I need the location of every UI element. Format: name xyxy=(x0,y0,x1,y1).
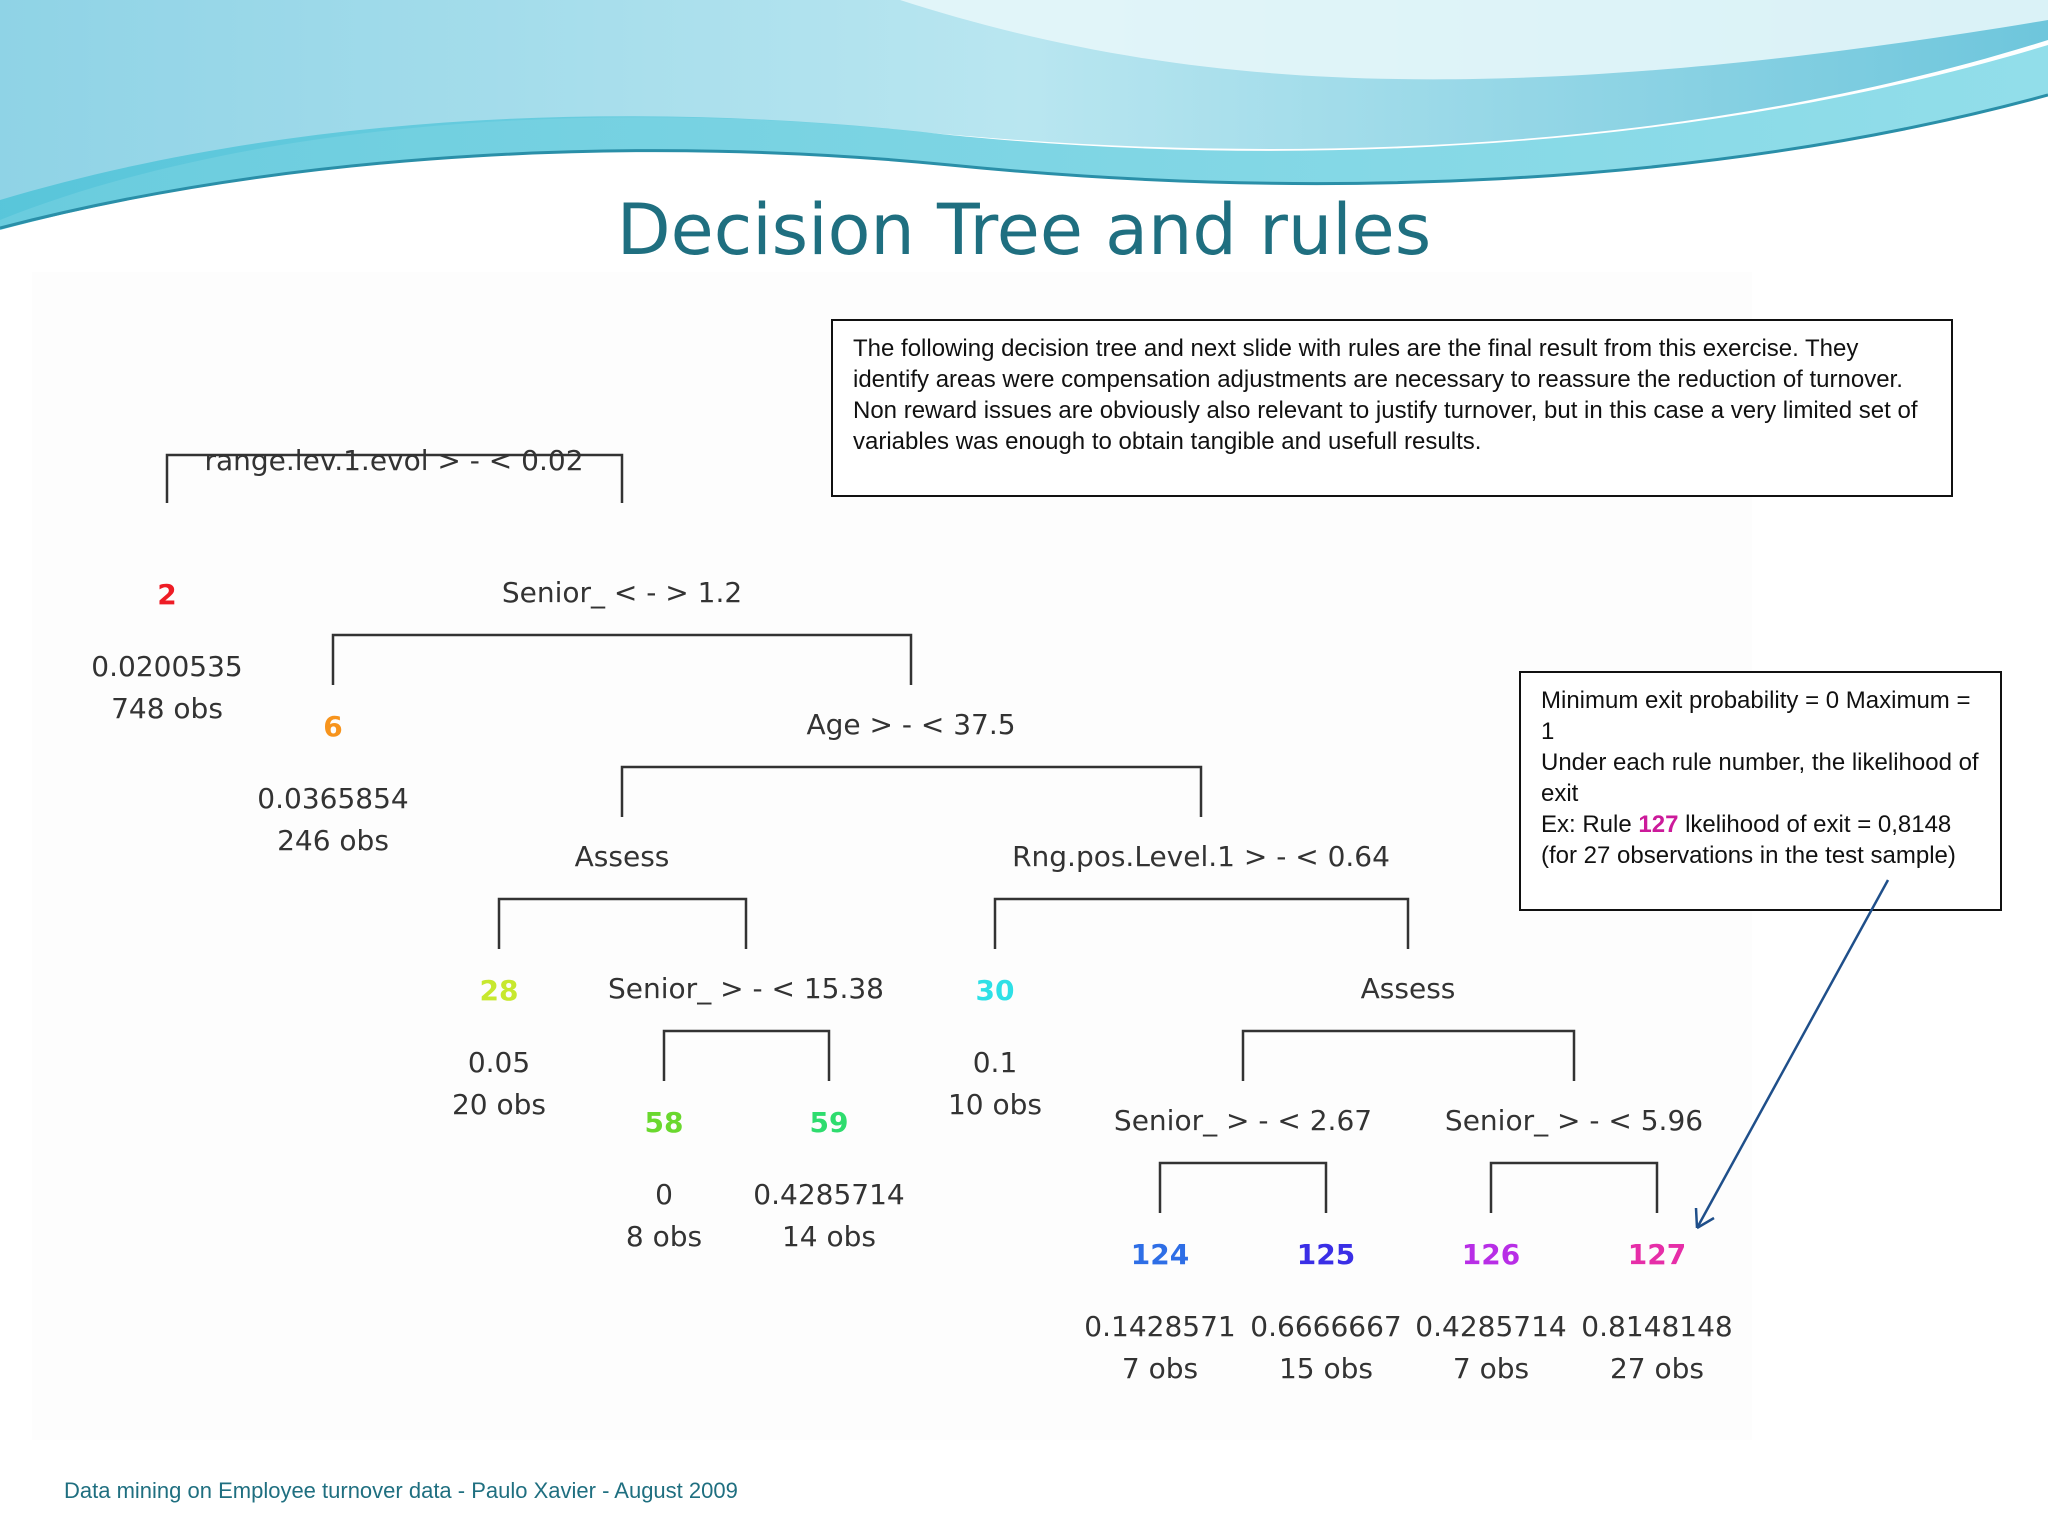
legend-line-2: Under each rule number, the likelihood o… xyxy=(1541,749,1979,807)
leaf-rule-6: 6 xyxy=(323,710,343,743)
leaf-prob-125: 0.6666667 xyxy=(1250,1310,1402,1343)
legend-line-3-suffix: lkelihood of exit = 0,8148 (for 27 obser… xyxy=(1541,811,1956,869)
explanation-note-text: The following decision tree and next sli… xyxy=(853,335,1918,455)
leaf-rule-58: 58 xyxy=(644,1106,684,1139)
legend-line-1: Minimum exit probability = 0 Maximum = 1 xyxy=(1541,687,1971,745)
leaf-prob-124: 0.1428571 xyxy=(1084,1310,1236,1343)
leaf-rule-59: 59 xyxy=(809,1106,849,1139)
legend-highlight-rule: 127 xyxy=(1638,811,1679,838)
leaf-rule-126: 126 xyxy=(1461,1238,1521,1271)
connector-rng-pos xyxy=(993,897,1410,949)
connector-senior-5-96 xyxy=(1489,1161,1659,1213)
leaf-obs-30: 10 obs xyxy=(947,1088,1043,1121)
leaf-obs-126: 7 obs xyxy=(1452,1352,1530,1385)
split-label-senior-15-38: Senior_ > - < 15.38 xyxy=(608,972,884,1005)
connector-assess-right xyxy=(1241,1029,1576,1081)
leaf-obs-6: 246 obs xyxy=(277,824,389,857)
leaf-prob-30: 0.1 xyxy=(972,1046,1018,1079)
leaf-rule-127: 127 xyxy=(1627,1238,1687,1271)
connector-age xyxy=(620,765,1203,817)
leaf-rule-30: 30 xyxy=(975,974,1015,1007)
leaf-obs-2: 748 obs xyxy=(111,692,223,725)
connector-senior-1-2 xyxy=(331,633,913,685)
legend-line-3: Ex: Rule 127 lkelihood of exit = 0,8148 … xyxy=(1541,809,1980,871)
split-label-senior-1-2: Senior_ < - > 1.2 xyxy=(501,576,743,609)
connector-root xyxy=(165,453,624,503)
leaf-prob-6: 0.0365854 xyxy=(257,782,409,815)
split-label-senior-5-96: Senior_ > - < 5.96 xyxy=(1444,1104,1704,1137)
leaf-prob-28: 0.05 xyxy=(467,1046,531,1079)
leaf-rule-2: 2 xyxy=(157,578,177,611)
leaf-prob-58: 0 xyxy=(655,1178,673,1211)
leaf-prob-126: 0.4285714 xyxy=(1415,1310,1567,1343)
leaf-prob-59: 0.4285714 xyxy=(753,1178,905,1211)
leaf-prob-2: 0.0200535 xyxy=(91,650,243,683)
leaf-obs-125: 15 obs xyxy=(1278,1352,1374,1385)
leaf-obs-58: 8 obs xyxy=(625,1220,703,1253)
split-label-assess-left: Assess xyxy=(574,840,670,873)
leaf-rule-125: 125 xyxy=(1296,1238,1356,1271)
split-label-rng-pos: Rng.pos.Level.1 > - < 0.64 xyxy=(1012,840,1390,873)
leaf-obs-124: 7 obs xyxy=(1121,1352,1199,1385)
connector-senior-15-38 xyxy=(662,1029,831,1081)
leaf-rule-28: 28 xyxy=(479,974,519,1007)
split-label-assess-right: Assess xyxy=(1360,972,1456,1005)
split-label-senior-2-67: Senior_ > - < 2.67 xyxy=(1113,1104,1373,1137)
legend-note-box: Minimum exit probability = 0 Maximum = 1… xyxy=(1519,671,2002,911)
split-label-age: Age > - < 37.5 xyxy=(806,708,1016,741)
leaf-obs-28: 20 obs xyxy=(451,1088,547,1121)
leaf-rule-124: 124 xyxy=(1130,1238,1190,1271)
slide-title: Decision Tree and rules xyxy=(616,189,1432,271)
leaf-prob-127: 0.8148148 xyxy=(1581,1310,1733,1343)
leaf-obs-127: 27 obs xyxy=(1609,1352,1705,1385)
split-label-root: range.lev.1.evol > - < 0.02 xyxy=(204,444,584,477)
slide-footer: Data mining on Employee turnover data - … xyxy=(64,1478,738,1503)
tree-connectors xyxy=(165,453,1659,1213)
legend-line-3-prefix: Ex: Rule xyxy=(1541,811,1639,838)
connector-senior-2-67 xyxy=(1158,1161,1328,1213)
explanation-note-box: The following decision tree and next sli… xyxy=(831,319,1953,497)
connector-assess-left xyxy=(497,897,748,949)
leaf-obs-59: 14 obs xyxy=(781,1220,877,1253)
